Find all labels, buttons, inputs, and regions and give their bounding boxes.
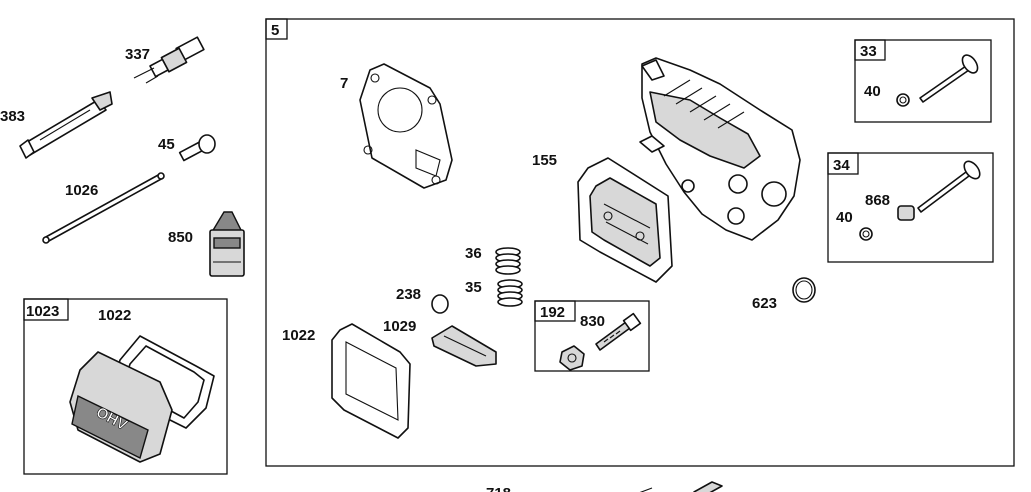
valve-cap-part [431, 294, 449, 314]
cylinder-head-part [639, 57, 801, 241]
part-number-383: 383 [0, 108, 25, 125]
kit-number-33: 33 [860, 43, 877, 60]
kit-frame-33 [854, 39, 992, 123]
part-number-868: 868 [865, 192, 890, 209]
head-gasket-part [359, 63, 453, 189]
part-number-155: 155 [532, 152, 557, 169]
kit-number-5: 5 [271, 22, 279, 39]
part-number-850: 850 [168, 229, 193, 246]
part-number-337: 337 [125, 46, 150, 63]
valve-cover-part: OHV [69, 351, 173, 463]
rocker-gasket-part [331, 323, 411, 439]
kit-frame-5-tag [265, 18, 288, 40]
part-number-238: 238 [396, 286, 421, 303]
part-number-7: 7 [340, 75, 348, 92]
kit-frame-34-tag [827, 152, 859, 175]
part-number-36: 36 [465, 245, 482, 262]
part-number-1022-kit: 1022 [98, 307, 131, 324]
kit-frame-192-tag [534, 300, 576, 322]
part-number-830: 830 [580, 313, 605, 330]
intake-valve-part [896, 54, 979, 107]
valve-spring-36-part [495, 247, 521, 275]
kit-frame-1023-tag [23, 298, 69, 321]
push-rod-part [42, 172, 165, 244]
rocker-housing-part [577, 157, 673, 283]
rocker-arm-part [431, 325, 497, 367]
part-number-35: 35 [465, 279, 482, 296]
part-number-1029: 1029 [383, 318, 416, 335]
fitting-830-part [595, 312, 642, 351]
bolt-part [639, 481, 723, 492]
part-number-1022-kit5: 1022 [282, 327, 315, 344]
kit-number-192: 192 [540, 304, 565, 321]
exhaust-valve-part [859, 160, 981, 241]
nut-part [559, 345, 585, 371]
kit-number-34: 34 [833, 157, 850, 174]
kit-number-1023: 1023 [26, 303, 59, 320]
kit-frame-1023 [23, 298, 228, 475]
sealant-tube-part [209, 211, 245, 277]
kit-frame-33-tag [854, 39, 886, 61]
kit-frame-192 [534, 300, 650, 372]
kit-frame-34 [827, 152, 994, 263]
o-ring-part [792, 277, 816, 303]
part-number-718: 718 [486, 485, 511, 492]
valve-spring-35-part [497, 279, 523, 307]
part-number-623: 623 [752, 295, 777, 312]
part-number-1026: 1026 [65, 182, 98, 199]
part-number-45: 45 [158, 136, 175, 153]
spark-plug-part [133, 36, 205, 84]
kit-frame-5 [265, 18, 1015, 467]
pin-part [178, 134, 216, 162]
part-number-40-a: 40 [864, 83, 881, 100]
valve-cover-gasket-part [111, 335, 215, 429]
handle-part [19, 91, 113, 159]
part-number-40-b: 40 [836, 209, 853, 226]
